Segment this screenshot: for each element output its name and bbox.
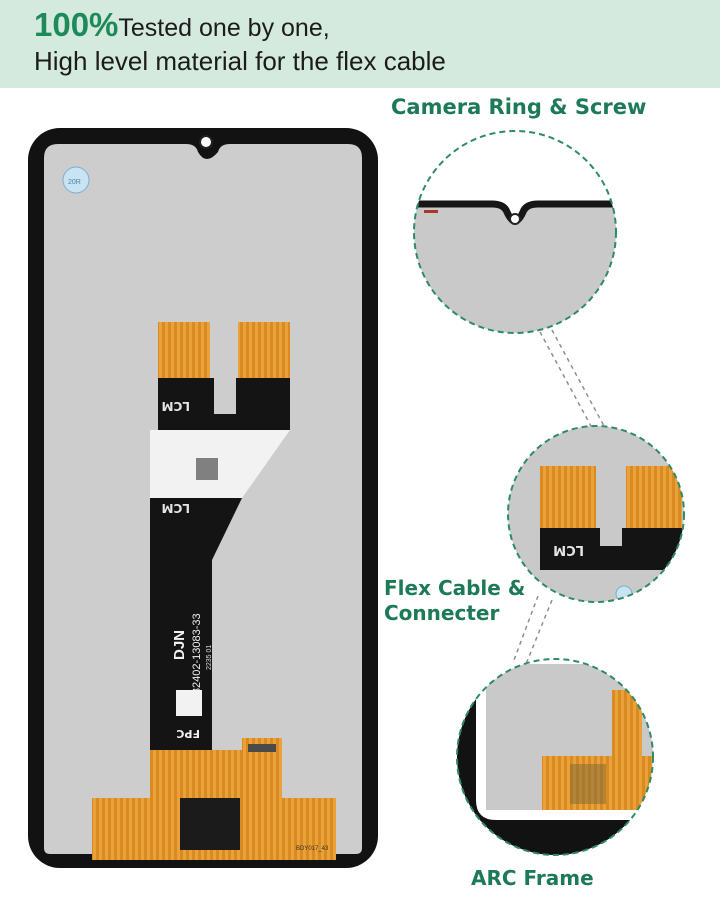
callout-flex-line1: Flex Cable & [384,576,526,600]
flex-cable: LCM LCM DJN 15-32402-13083-33 2235 01 FP… [92,322,336,860]
zoom-circle-arc [456,658,654,856]
flex-white-section [150,430,290,498]
flex-connector-tab-left [158,322,210,380]
banner-line1-text: Tested one by one, [118,14,330,42]
flex-code-small: BDY017_43 [296,846,329,852]
callout-flex-line2: Connecter [384,601,500,625]
feature-banner: 100%Tested one by one, High level materi… [0,0,720,88]
flex-part-number: 15-32402-13083-33 [191,613,203,710]
callout-flex-cable: Flex Cable & Connecter [384,576,525,626]
certification-sticker: 20R [62,166,90,194]
flex-label-lcm-top: LCM [162,399,190,413]
lcd-screen-assembly: 20R LCM LCM DJN 15-32402-13083-33 2235 0… [28,128,378,868]
qr-code [196,458,218,480]
banner-highlight: 100% [34,6,119,43]
flex-connector-tab-right [238,322,290,380]
flex-label-fpc: FPC [176,727,200,740]
qr-label [176,690,202,716]
banner-line-1: 100%Tested one by one, [34,6,330,44]
camera-hole [199,135,213,149]
callout-connectors [513,329,605,665]
flex-brand: DJN [171,630,188,660]
banner-line-2: High level material for the flex cable [34,46,446,76]
flex-date-code: 2235 01 [206,645,213,670]
zoom-circle-flex: LCM [507,425,685,603]
flex-label-lcm-mid: LCM [162,501,190,515]
zoom-label-lcm: LCM [553,542,584,557]
callout-arc-frame: ARC Frame [471,866,594,890]
ic-chip [180,798,240,850]
callout-camera-ring: Camera Ring & Screw [391,95,647,119]
zoom-circle-camera [413,130,617,334]
svg-text:20R: 20R [68,179,81,186]
